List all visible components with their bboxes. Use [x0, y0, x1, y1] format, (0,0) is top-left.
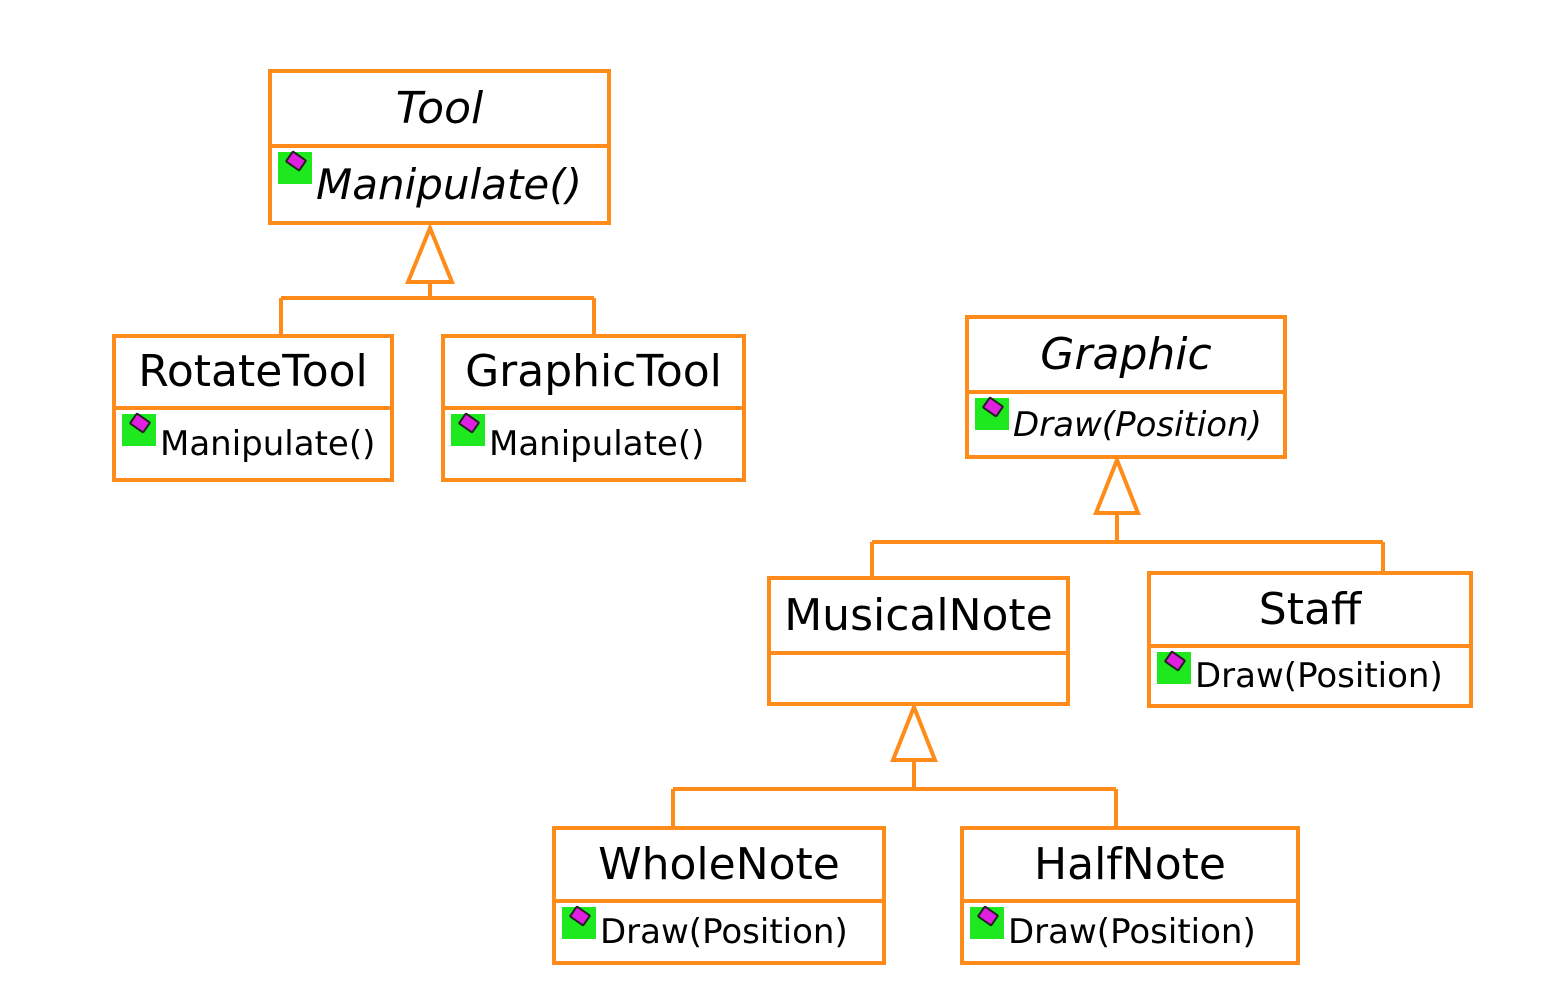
- operation-row: Manipulate(): [272, 148, 607, 221]
- operation-icon: [1157, 652, 1191, 684]
- class-tool[interactable]: Tool Manipulate(): [268, 69, 611, 225]
- musicalnote-generalization-lines: [671, 760, 1118, 828]
- operation-icon: [122, 414, 156, 446]
- musicalnote-inheritance-arrow: [890, 701, 938, 762]
- operation-label: Manipulate(): [489, 424, 705, 464]
- class-name: Graphic: [969, 319, 1283, 394]
- class-halfnote[interactable]: HalfNote Draw(Position): [960, 826, 1300, 965]
- operation-icon: [562, 907, 596, 939]
- operation-label: Manipulate(): [316, 159, 583, 209]
- class-rotatetool[interactable]: RotateTool Manipulate(): [112, 334, 394, 482]
- operation-label: Draw(Position): [1008, 912, 1256, 952]
- operation-label: Draw(Position): [1013, 404, 1262, 445]
- operation-row-empty: [771, 655, 1066, 702]
- class-staff[interactable]: Staff Draw(Position): [1147, 571, 1473, 708]
- class-graphictool[interactable]: GraphicTool Manipulate(): [441, 334, 746, 482]
- class-graphic[interactable]: Graphic Draw(Position): [965, 315, 1287, 459]
- class-name: HalfNote: [964, 830, 1296, 903]
- operation-label: Draw(Position): [1195, 656, 1443, 696]
- class-name: RotateTool: [116, 338, 390, 410]
- class-name: MusicalNote: [771, 580, 1066, 655]
- operation-row: Manipulate(): [116, 410, 390, 478]
- operation-icon: [975, 398, 1009, 430]
- operation-icon: [278, 152, 312, 184]
- graphic-inheritance-arrow: [1093, 454, 1141, 515]
- graphic-generalization-lines: [870, 513, 1385, 578]
- class-wholenote[interactable]: WholeNote Draw(Position): [552, 826, 886, 965]
- tool-generalization-lines: [279, 282, 596, 334]
- operation-icon: [451, 414, 485, 446]
- operation-row: Manipulate(): [445, 410, 742, 478]
- operation-label: Manipulate(): [160, 424, 376, 464]
- operation-row: Draw(Position): [969, 394, 1283, 455]
- class-name: GraphicTool: [445, 338, 742, 410]
- operation-label: Draw(Position): [600, 912, 848, 952]
- operation-row: Draw(Position): [556, 903, 882, 961]
- class-name: Tool: [272, 73, 607, 148]
- class-musicalnote[interactable]: MusicalNote: [767, 576, 1070, 706]
- class-name: Staff: [1151, 575, 1469, 648]
- class-name: WholeNote: [556, 830, 882, 903]
- operation-row: Draw(Position): [964, 903, 1296, 961]
- operation-icon: [970, 907, 1004, 939]
- tool-inheritance-arrow: [405, 222, 455, 284]
- operation-row: Draw(Position): [1151, 648, 1469, 704]
